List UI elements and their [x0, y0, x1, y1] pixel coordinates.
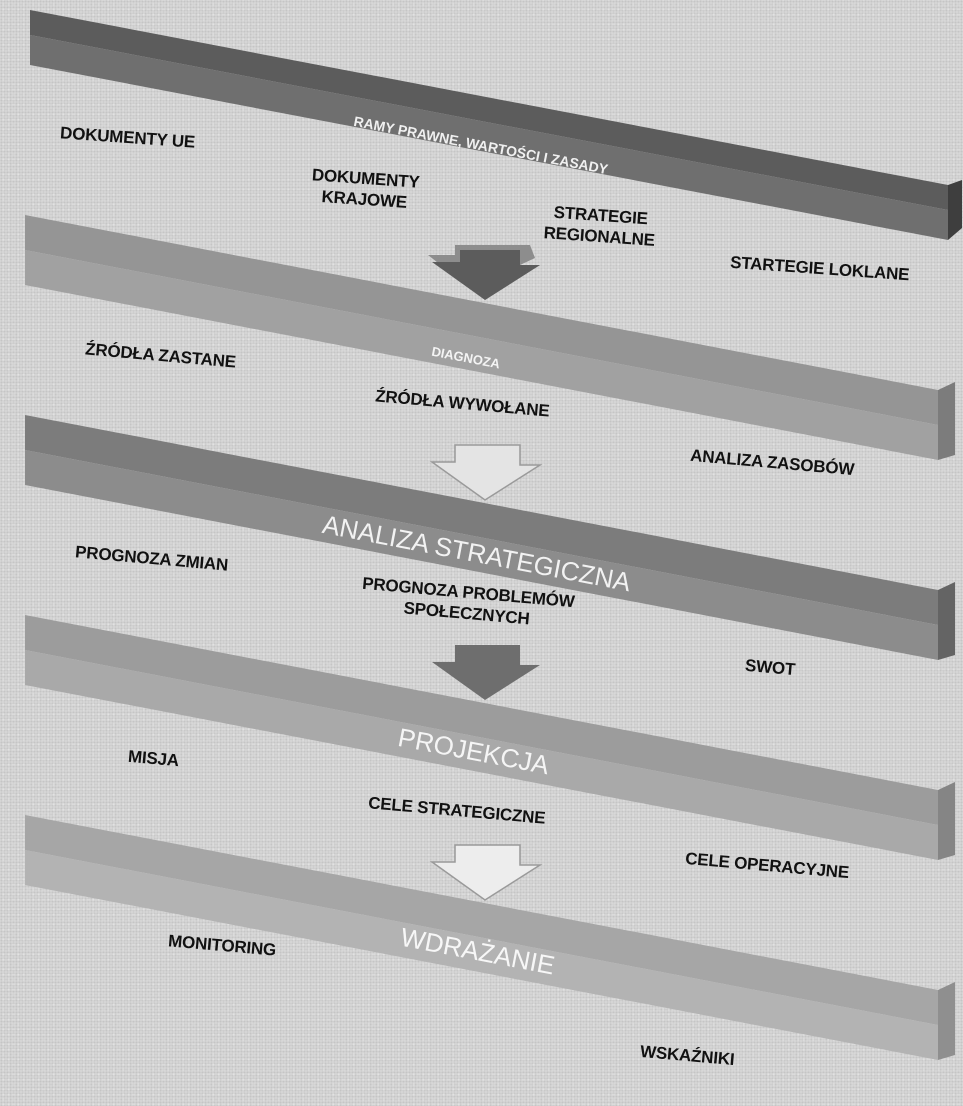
stage-bar-projekcja [25, 615, 955, 860]
stage-bar-ramy-prawne [30, 10, 962, 240]
stage-bar-diagnoza [25, 215, 955, 460]
item-strategie-regionalne: STRATEGIE REGIONALNE [543, 202, 656, 250]
stage-bar-analiza [25, 415, 955, 660]
flow-arrow-2 [429, 444, 543, 501]
item-swot: SWOT [744, 655, 796, 680]
item-misja: MISJA [127, 746, 180, 771]
item-dokumenty-krajowe: DOKUMENTY KRAJOWE [311, 165, 421, 212]
flow-arrow-3 [432, 645, 540, 700]
stage-bar-wdrazanie [25, 815, 955, 1060]
flow-arrow-4 [429, 844, 543, 901]
flow-arrow-1 [428, 245, 540, 300]
